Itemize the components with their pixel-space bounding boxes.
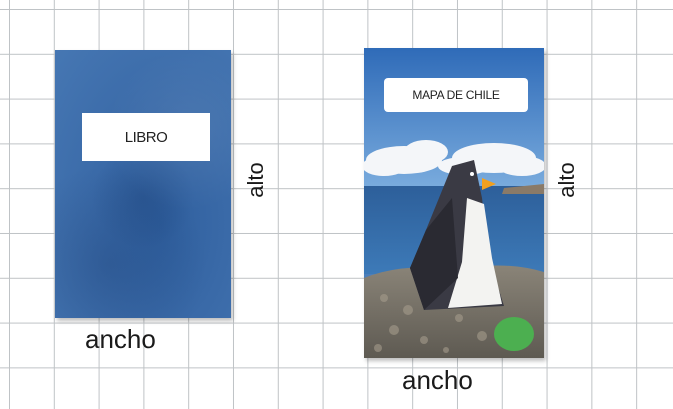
label-ancho-left: ancho	[85, 324, 156, 354]
book-libro-title: LIBRO	[82, 113, 210, 161]
label-ancho-right: ancho	[402, 365, 473, 395]
label-alto-left: alto	[243, 162, 268, 198]
label-alto-right: alto	[554, 162, 579, 198]
book-mapa-title: MAPA DE CHILE	[384, 78, 528, 112]
origami-penguin	[410, 160, 504, 310]
book-mapa-de-chile: MAPA DE CHILE	[364, 48, 544, 358]
green-dot	[494, 317, 534, 351]
book-libro: LIBRO	[55, 50, 231, 318]
penguin-cover-illustration	[364, 48, 544, 358]
